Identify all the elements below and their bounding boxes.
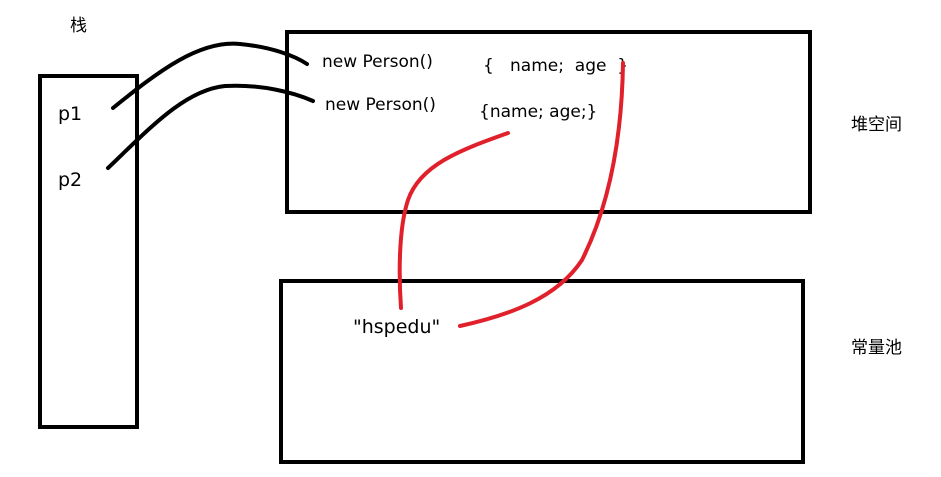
stack-var-p1: p1 (58, 103, 83, 125)
constant-pool-label: 常量池 (851, 338, 902, 358)
string-literal-hspedu: "hspedu" (353, 316, 441, 338)
heap-label: 堆空间 (851, 115, 902, 135)
stack-label: 栈 (70, 16, 87, 36)
constant-pool-box (279, 279, 805, 464)
heap-object-2-fields: {name; age;} (479, 102, 598, 122)
heap-object-1-ctor: new Person() (322, 52, 433, 72)
ref-line-p1 (111, 41, 309, 110)
stack-var-p2: p2 (58, 169, 83, 191)
stack-box (38, 74, 139, 429)
heap-object-1-fields: { name; age } (483, 56, 629, 76)
heap-object-2-ctor: new Person() (325, 95, 436, 115)
